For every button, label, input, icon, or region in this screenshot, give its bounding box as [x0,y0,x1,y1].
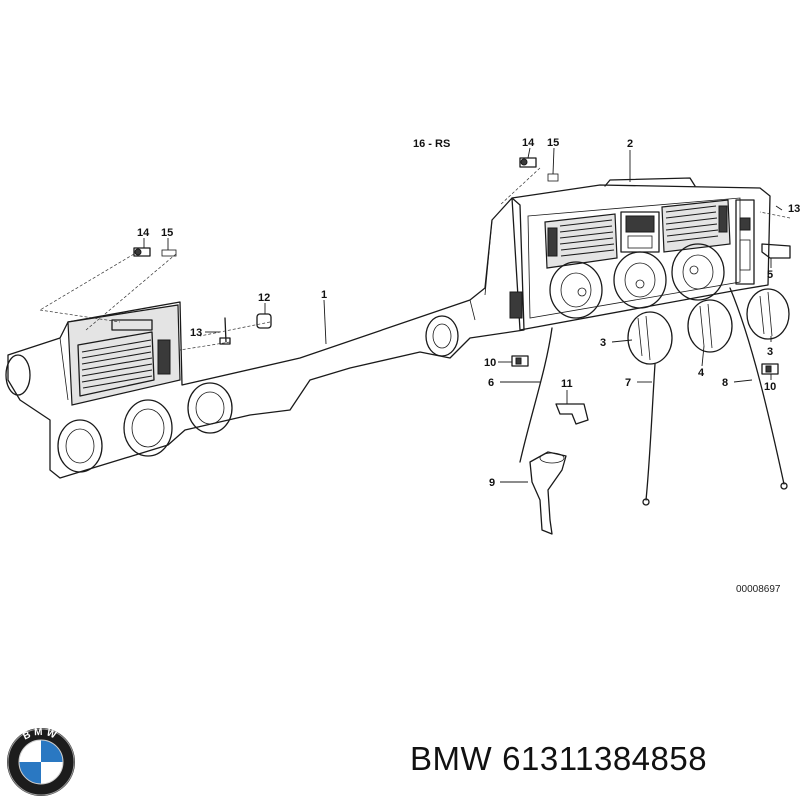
callout-14-top: 14 [522,137,535,149]
callout-9: 9 [489,477,495,489]
callout-11: 11 [561,378,573,390]
leader-lines [143,147,783,483]
callout-6: 6 [488,377,494,389]
callout-2: 2 [627,138,633,150]
screw-13 [219,317,231,345]
callouts: 16 - RS 1 2 3 3 4 5 6 7 8 9 10 10 11 12 … [137,137,800,595]
callout-3-left: 3 [600,337,606,349]
callout-10-right: 10 [764,381,776,393]
clip-12 [256,313,272,329]
callout-7: 7 [625,377,631,389]
assembly-lines [39,167,791,351]
air-duct-9 [529,451,567,535]
heading-label: 16 - RS [413,138,450,150]
center-left-vent-grille [559,219,615,257]
heater-control-panel [509,177,771,331]
diagram-id: 00008697 [736,584,781,595]
callout-15-left: 15 [161,227,173,239]
svg-text:BMW: BMW [21,728,60,742]
cable-7 [642,363,656,506]
callout-10-left: 10 [484,357,496,369]
part-number: 61311384858 [502,740,708,777]
control-knob-middle [687,299,733,353]
bmw-logo: BMW [7,728,75,796]
control-knob-right [746,288,790,340]
brand-name: BMW [410,740,493,777]
clip-10-right [761,363,779,375]
callout-13: 13 [190,327,202,339]
connector-5 [761,243,791,259]
callout-8: 8 [722,377,728,389]
callout-3-right: 3 [767,346,773,358]
callout-15-top: 15 [547,137,559,149]
bracket-11 [555,403,589,425]
cable-8 [729,287,788,490]
callout-13-right: 13 [788,203,800,215]
dashboard-trim-panel [5,197,525,479]
callout-5: 5 [767,269,773,281]
bulb-socket-left [133,247,177,257]
cable-6 [519,327,553,463]
callout-14-left: 14 [137,227,150,239]
bulb-socket-top [519,157,559,182]
center-right-vent-grille [665,205,719,243]
left-vent-grille [81,339,153,389]
clip-10-left [511,355,529,367]
callout-4: 4 [698,367,705,379]
callout-1: 1 [321,289,327,301]
callout-12: 12 [258,292,270,304]
control-knob-left [627,311,673,365]
